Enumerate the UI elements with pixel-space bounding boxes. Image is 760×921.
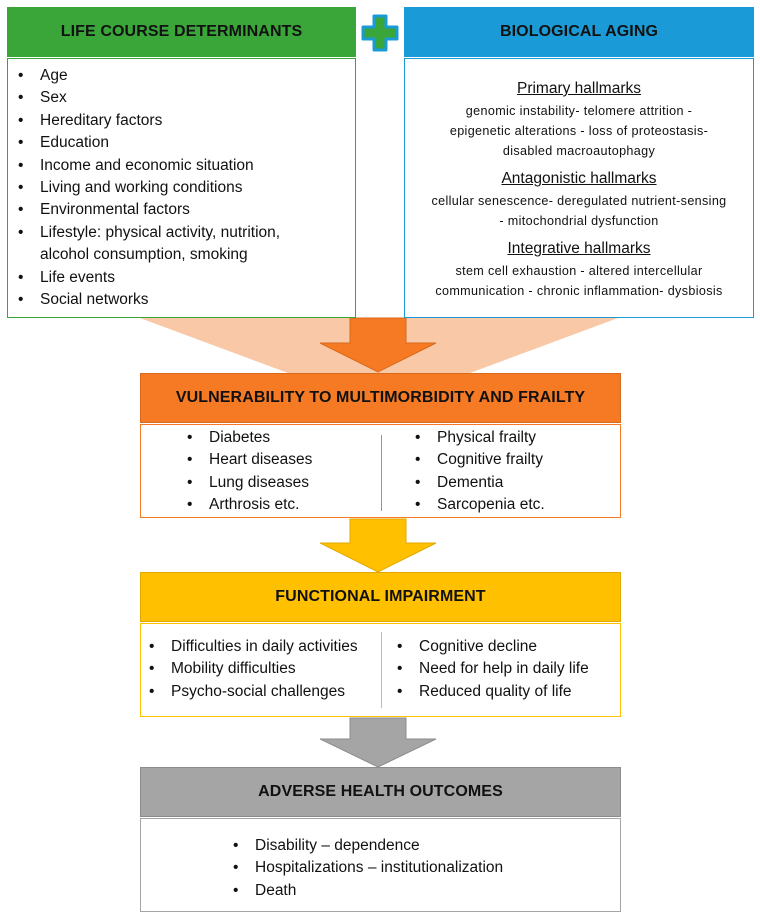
- life-course-list: Age Sex Hereditary factors Education Inc…: [12, 65, 355, 312]
- list-item: Dementia: [409, 472, 545, 495]
- biological-aging-title: BIOLOGICAL AGING: [499, 23, 659, 40]
- biological-aging-panel: Primary hallmarks genomic instability- t…: [404, 58, 754, 318]
- list-item: Lung diseases: [181, 472, 312, 495]
- functional-left-list: Difficulties in daily activities Mobilit…: [143, 636, 358, 704]
- list-item: Death: [227, 880, 503, 903]
- vulnerability-divider: [381, 435, 382, 511]
- functional-panel: Difficulties in daily activities Mobilit…: [140, 623, 621, 717]
- functional-right-list: Cognitive decline Need for help in daily…: [391, 636, 589, 704]
- list-item: Cognitive frailty: [409, 449, 545, 472]
- list-item: Difficulties in daily activities: [143, 636, 358, 659]
- list-item: Lifestyle: physical activity, nutrition,…: [12, 222, 355, 267]
- list-item: Life events: [12, 267, 355, 290]
- biological-aging-header: BIOLOGICAL AGING: [404, 7, 754, 57]
- lifestyle-line-2: alcohol consumption, smoking: [40, 246, 248, 264]
- orange-arrow: [319, 317, 437, 373]
- list-item: Social networks: [12, 289, 355, 312]
- list-item: Sarcopenia etc.: [409, 494, 545, 517]
- life-course-panel: Age Sex Hereditary factors Education Inc…: [7, 58, 356, 318]
- adverse-list: Disability – dependence Hospitalizations…: [227, 835, 503, 903]
- integrative-hallmarks-title: Integrative hallmarks: [507, 240, 651, 257]
- list-item: Sex: [12, 87, 355, 110]
- vulnerability-header: VULNERABILITY TO MULTIMORBIDITY AND FRAI…: [140, 373, 621, 423]
- antagonistic-hallmarks-text: cellular senescence- deregulated nutrien…: [431, 194, 727, 228]
- vulnerability-panel: Diabetes Heart diseases Lung diseases Ar…: [140, 424, 621, 518]
- functional-divider: [381, 632, 382, 708]
- list-item: Need for help in daily life: [391, 658, 589, 681]
- life-course-header: LIFE COURSE DETERMINANTS: [7, 7, 356, 57]
- primary-hallmarks-text: genomic instability- telomere attrition …: [449, 104, 709, 158]
- vulnerability-left-list: Diabetes Heart diseases Lung diseases Ar…: [181, 427, 312, 517]
- list-item: Living and working conditions: [12, 177, 355, 200]
- life-course-title: LIFE COURSE DETERMINANTS: [60, 23, 303, 40]
- list-item: Disability – dependence: [227, 835, 503, 858]
- gold-arrow: [320, 518, 437, 573]
- adverse-panel: Disability – dependence Hospitalizations…: [140, 818, 621, 912]
- list-item: Arthrosis etc.: [181, 494, 312, 517]
- list-item: Hereditary factors: [12, 110, 355, 133]
- adverse-header: ADVERSE HEALTH OUTCOMES: [140, 767, 621, 817]
- vulnerability-title: VULNERABILITY TO MULTIMORBIDITY AND FRAI…: [175, 389, 586, 406]
- funnel-graphic: [140, 317, 618, 376]
- list-item: Psycho-social challenges: [143, 681, 358, 704]
- plus-icon: [361, 14, 399, 52]
- list-item: Heart diseases: [181, 449, 312, 472]
- list-item: Income and economic situation: [12, 155, 355, 178]
- list-item: Environmental factors: [12, 199, 355, 222]
- list-item: Mobility difficulties: [143, 658, 358, 681]
- list-item: Cognitive decline: [391, 636, 589, 659]
- antagonistic-hallmarks-title: Antagonistic hallmarks: [501, 170, 657, 187]
- functional-title: FUNCTIONAL IMPAIRMENT: [275, 588, 486, 605]
- list-item: Education: [12, 132, 355, 155]
- list-item: Physical frailty: [409, 427, 545, 450]
- list-item: Hospitalizations – institutionalization: [227, 857, 503, 880]
- adverse-title: ADVERSE HEALTH OUTCOMES: [258, 783, 503, 800]
- vulnerability-right-list: Physical frailty Cognitive frailty Demen…: [409, 427, 545, 517]
- list-item: Reduced quality of life: [391, 681, 589, 704]
- primary-hallmarks-title: Primary hallmarks: [516, 80, 641, 97]
- lifestyle-line-1: Lifestyle: physical activity, nutrition,: [40, 223, 281, 241]
- list-item: Diabetes: [181, 427, 312, 450]
- gray-arrow: [320, 717, 437, 768]
- functional-header: FUNCTIONAL IMPAIRMENT: [140, 572, 621, 622]
- list-item: Age: [12, 65, 355, 88]
- integrative-hallmarks-text: stem cell exhaustion - altered intercell…: [435, 264, 723, 298]
